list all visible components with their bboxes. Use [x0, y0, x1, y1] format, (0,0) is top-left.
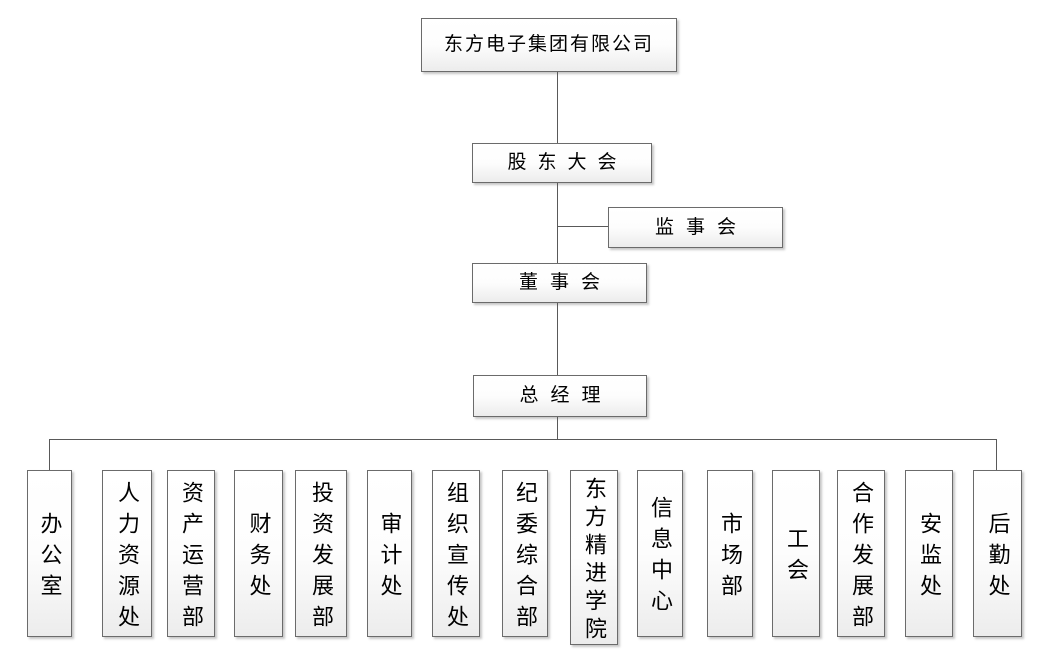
- dept-label-jingjin-academy: 东方精进学院: [582, 476, 607, 645]
- connector-company-shareholders: [557, 72, 558, 143]
- dept-label-office: 办公室: [37, 511, 63, 605]
- connector-bus-right-drop: [996, 439, 997, 470]
- connector-shareholders-directors: [557, 183, 558, 263]
- dept-label-information-center: 信息中心: [648, 496, 673, 620]
- dept-box-asset-operations: 资产运营部: [167, 470, 215, 637]
- general-manager-box: 总经理: [473, 375, 647, 417]
- dept-box-logistics: 后勤处: [973, 470, 1022, 637]
- dept-label-labor-union: 工会: [784, 527, 809, 589]
- shareholders-meeting-label: 股东大会: [507, 152, 628, 174]
- dept-box-labor-union: 工会: [772, 470, 820, 637]
- dept-label-safety-supervision: 安监处: [917, 511, 942, 605]
- supervisory-board-box: 监事会: [608, 207, 783, 248]
- dept-box-audit: 审计处: [367, 470, 412, 637]
- dept-box-cooperation-development: 合作发展部: [837, 470, 885, 637]
- company-box: 东方电子集团有限公司: [421, 18, 677, 72]
- general-manager-label: 总经理: [519, 385, 613, 407]
- supervisory-board-label: 监事会: [654, 216, 748, 238]
- dept-label-human-resources: 人力资源处: [115, 480, 140, 636]
- dept-label-audit: 审计处: [377, 511, 403, 605]
- dept-label-cooperation-development: 合作发展部: [849, 480, 874, 636]
- dept-label-investment-development: 投资发展部: [309, 480, 334, 636]
- dept-box-jingjin-academy: 东方精进学院: [570, 470, 618, 645]
- dept-label-organization-publicity: 组织宣传处: [444, 480, 469, 636]
- dept-box-information-center: 信息中心: [637, 470, 683, 637]
- dept-label-logistics: 后勤处: [985, 511, 1011, 605]
- connector-directors-gm: [557, 303, 558, 375]
- connector-departments-bus: [49, 439, 997, 440]
- dept-label-marketing: 市场部: [718, 511, 743, 605]
- dept-box-safety-supervision: 安监处: [905, 470, 953, 637]
- dept-box-human-resources: 人力资源处: [102, 470, 152, 637]
- board-of-directors-box: 董事会: [472, 263, 647, 303]
- dept-label-finance: 财务处: [246, 511, 272, 605]
- dept-box-investment-development: 投资发展部: [295, 470, 347, 637]
- dept-box-discipline-inspection: 纪委综合部: [502, 470, 548, 637]
- connector-gm-to-bus: [557, 417, 558, 439]
- dept-label-asset-operations: 资产运营部: [179, 480, 204, 636]
- dept-box-marketing: 市场部: [707, 470, 753, 637]
- shareholders-meeting-box: 股东大会: [472, 143, 652, 183]
- dept-label-discipline-inspection: 纪委综合部: [513, 480, 538, 636]
- dept-box-office: 办公室: [27, 470, 72, 637]
- company-label: 东方电子集团有限公司: [443, 34, 654, 56]
- connector-bus-left-drop: [49, 439, 50, 470]
- dept-box-finance: 财务处: [234, 470, 283, 637]
- dept-box-organization-publicity: 组织宣传处: [432, 470, 480, 637]
- connector-supervisory-branch: [557, 226, 608, 227]
- board-of-directors-label: 董事会: [518, 272, 612, 294]
